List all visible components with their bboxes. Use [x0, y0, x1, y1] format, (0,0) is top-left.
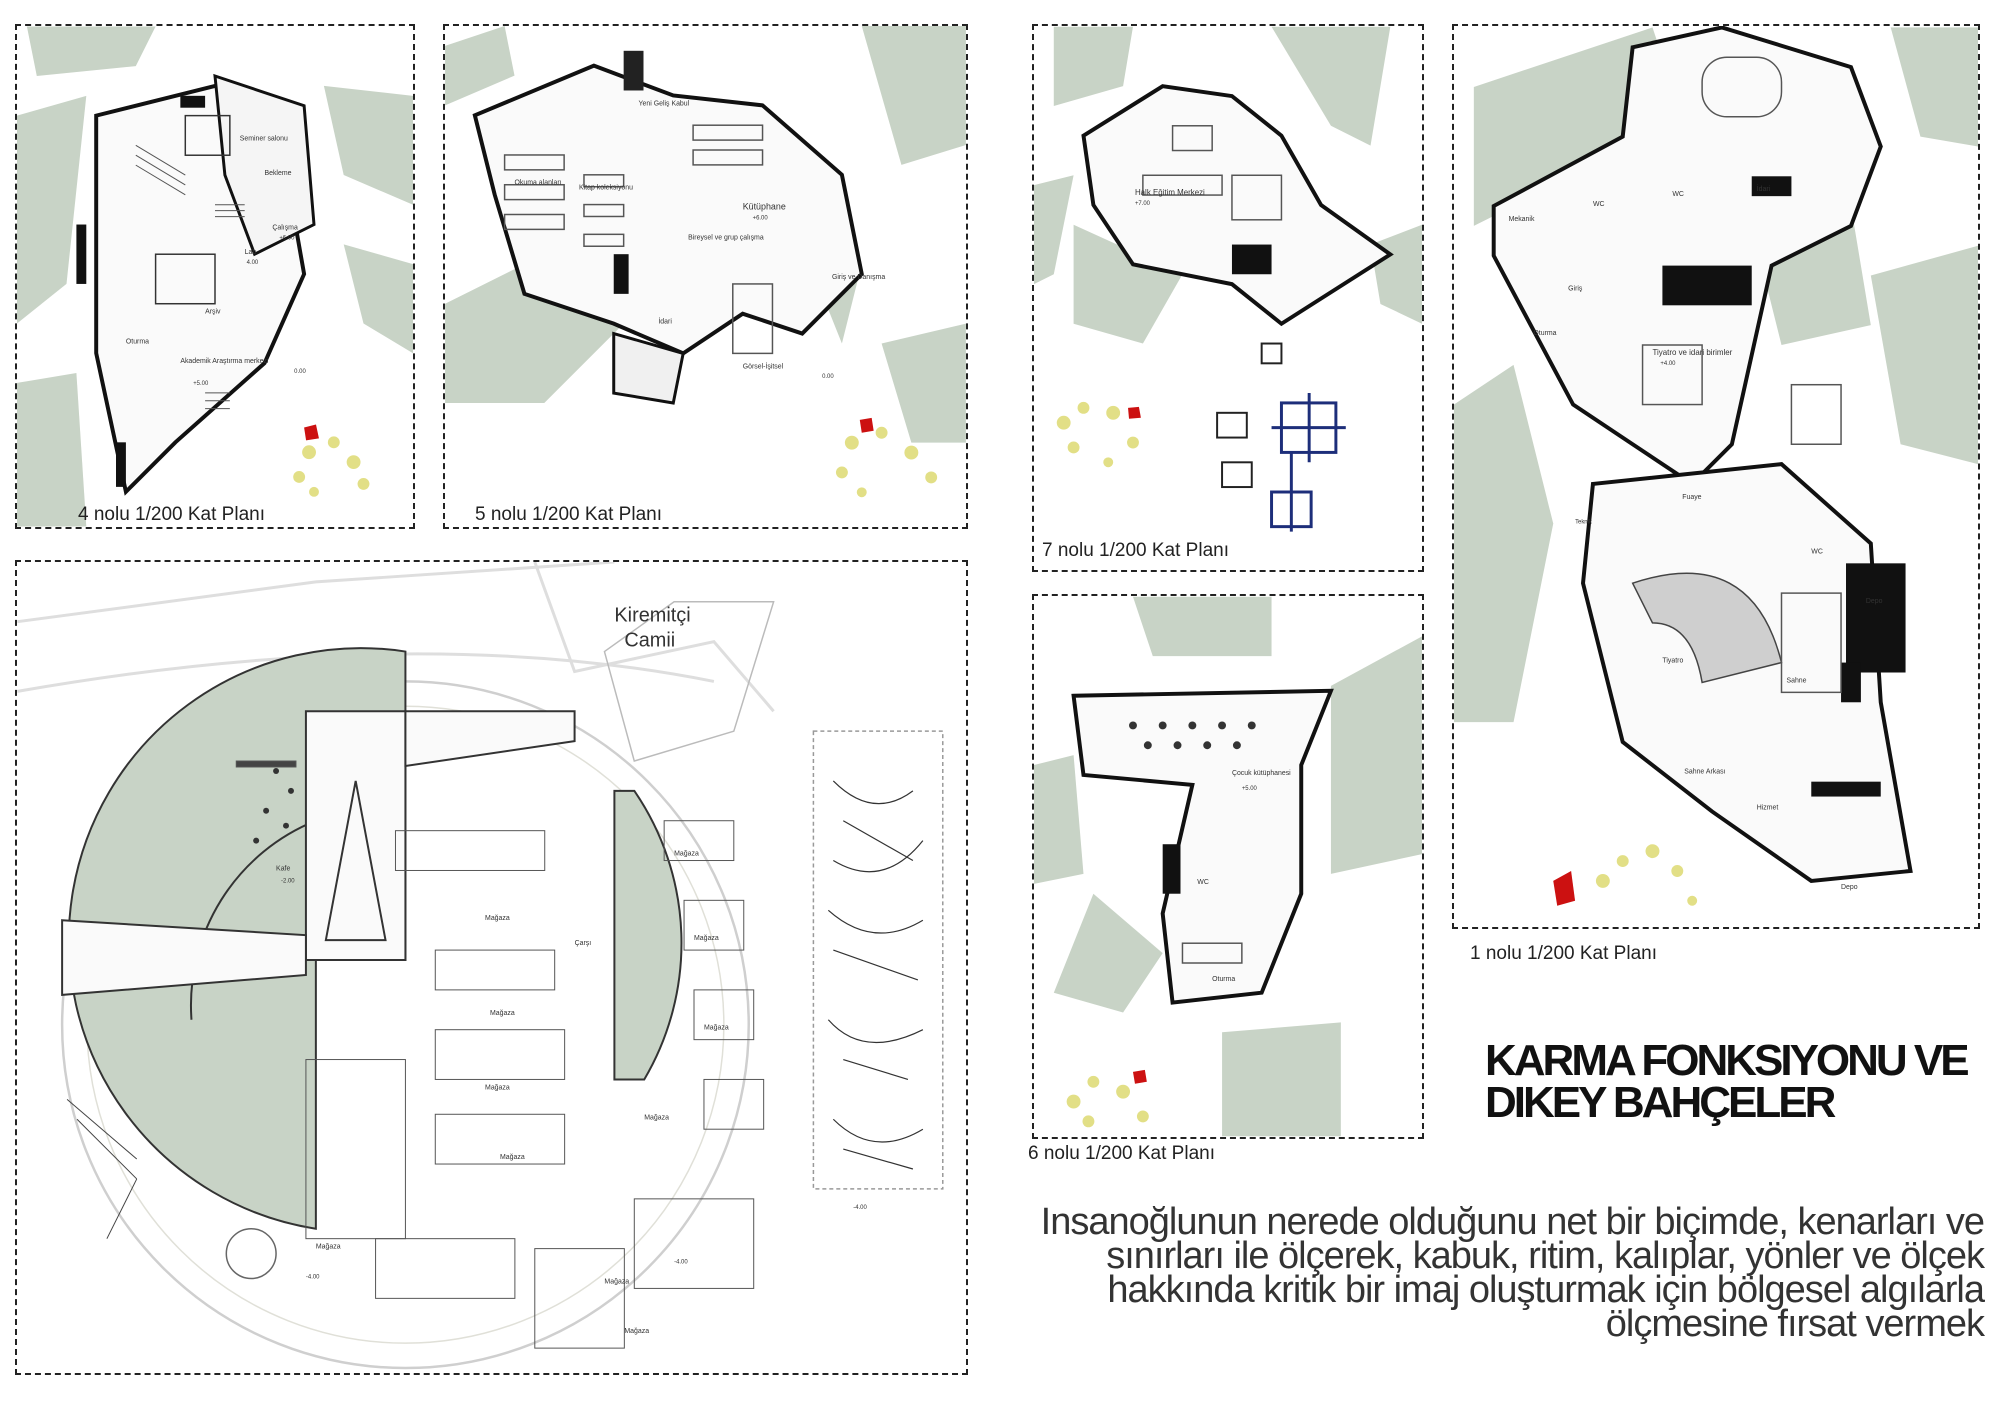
site-plan-panel: Kiremitçi Camii Kafe Çarşı Mağaza Mağaza… — [15, 560, 968, 1375]
room-label: Seminer salonu — [240, 135, 288, 142]
room-label: Mağaza — [704, 1025, 729, 1032]
room-label: Çalışma — [272, 224, 298, 231]
level-label: -4.00 — [674, 1260, 688, 1266]
floor-plan-7-drawing — [1034, 26, 1422, 532]
room-label: Oturma — [1533, 330, 1556, 337]
description-line: ölçmesine fırsat vermek — [1605, 1303, 1985, 1345]
floor-plan-4-caption: 4 nolu 1/200 Kat Planı — [78, 504, 265, 525]
room-label: Çocuk kütüphanesi — [1232, 770, 1291, 777]
floor-plan-7-labels: Halk Eğitim Merkezi +7.00 — [1135, 188, 1205, 207]
room-label: Teknik — [1575, 520, 1592, 526]
room-label: Mağaza — [694, 935, 719, 942]
description-line: Insanoğlunun nerede olduğunu net bir biç… — [1040, 1201, 1985, 1243]
room-label: Mağaza — [316, 1244, 341, 1251]
room-label: İdari — [1757, 184, 1771, 193]
floor-plan-6-labels: Çocuk kütüphanesi WC Oturma +5.00 — [1197, 770, 1291, 983]
room-label: Görsel-İşitsel — [743, 361, 784, 370]
room-label: Giriş ve Danışma — [832, 274, 885, 281]
room-label: Mağaza — [485, 1084, 510, 1091]
room-label: Sahne Arkası — [1684, 769, 1725, 776]
floor-plan-4-panel: Seminer salonu Bekleme Çalışma Lab Arşiv… — [15, 24, 415, 529]
level-label: -2.00 — [281, 878, 295, 884]
room-label: Çarşı — [575, 940, 592, 947]
room-label: Mağaza — [500, 1154, 525, 1161]
room-label: Mekanik — [1509, 216, 1535, 223]
room-label: Oturma — [1212, 976, 1235, 983]
level-label: +7.00 — [1135, 201, 1151, 207]
room-label: Kafe — [276, 865, 290, 872]
level-label: 0.00 — [822, 374, 834, 380]
floor-plan-5-labels: Yeni Geliş Kabul Okuma alanları Kitap ko… — [515, 100, 886, 380]
room-label: Tiyatro ve idari birimler — [1652, 348, 1732, 357]
site-plan-drawing — [17, 562, 944, 1370]
room-label: Halk Eğitim Merkezi — [1135, 188, 1205, 197]
room-label: Akademik Araştırma merkezi — [180, 358, 269, 365]
description-line: sınırları ile ölçerek, kabuk, ritim, kal… — [1106, 1235, 1985, 1277]
floor-plan-6-panel: Çocuk kütüphanesi WC Oturma +5.00 — [1032, 594, 1424, 1139]
board-description: Insanoğlunun nerede olduğunu net bir biç… — [1004, 1201, 1985, 1345]
floor-plan-5-caption: 5 nolu 1/200 Kat Planı — [475, 504, 662, 525]
room-label: WC — [1811, 548, 1823, 555]
room-label: Mağaza — [644, 1114, 669, 1121]
room-label: Mağaza — [624, 1328, 649, 1335]
room-label: WC — [1672, 191, 1684, 198]
room-label: Lab — [245, 249, 257, 256]
floor-plan-1-labels: Mekanik WC WC İdari Giriş Oturma Tiyatro… — [1509, 184, 1883, 891]
board-title: KARMA FONKSIYONU VE DIKEY BAHÇELER — [1485, 1036, 1970, 1127]
room-label: Depo — [1841, 884, 1858, 891]
description-line: hakkında kritik bir imaj oluşturmak için… — [1107, 1269, 1985, 1311]
room-label: Mağaza — [674, 851, 699, 858]
floor-plan-1-drawing — [1454, 26, 1978, 906]
floor-plan-6-drawing — [1034, 596, 1422, 1137]
site-plan-labels: Kiremitçi Camii Kafe Çarşı Mağaza Mağaza… — [276, 605, 867, 1335]
room-label: Kitap koleksiyonu — [579, 185, 633, 192]
level-label: +5.00 — [1242, 786, 1258, 792]
level-label: +6.00 — [753, 215, 769, 221]
room-label: Oturma — [126, 338, 149, 345]
room-label: Okuma alanları — [515, 180, 562, 187]
board-title-line: DIKEY BAHÇELER — [1485, 1078, 1836, 1127]
room-label: Hizmet — [1757, 804, 1779, 811]
room-label: WC — [1593, 201, 1605, 208]
room-label: Depo — [1866, 598, 1883, 605]
room-label: WC — [1197, 879, 1209, 886]
room-label: Bireysel ve grup çalışma — [688, 234, 764, 241]
floor-plan-5-drawing — [445, 26, 966, 498]
floor-plan-7-caption: 7 nolu 1/200 Kat Planı — [1042, 540, 1229, 561]
room-label: Bekleme — [265, 170, 292, 177]
level-label: +6.00 — [279, 235, 295, 241]
room-label: Fuaye — [1682, 494, 1701, 501]
room-label: Sahne — [1786, 677, 1806, 684]
level-label: -4.00 — [306, 1274, 320, 1280]
room-label: Mağaza — [604, 1278, 629, 1285]
level-label: 0.00 — [294, 369, 306, 375]
level-label: +5.00 — [193, 381, 209, 387]
level-label: +4.00 — [1660, 361, 1676, 367]
floor-plan-4-drawing — [17, 26, 413, 527]
floor-plan-1-caption: 1 nolu 1/200 Kat Planı — [1470, 943, 1657, 964]
mosque-label: Kiremitçi — [614, 605, 690, 627]
room-label: Giriş — [1568, 285, 1583, 292]
room-label: Mağaza — [490, 1010, 515, 1017]
room-label: Kütüphane — [743, 202, 786, 212]
floor-plan-4-labels: Seminer salonu Bekleme Çalışma Lab Arşiv… — [126, 135, 307, 387]
level-label: 4.00 — [247, 260, 259, 266]
floor-plan-5-panel: Yeni Geliş Kabul Okuma alanları Kitap ko… — [443, 24, 968, 529]
room-label: Yeni Geliş Kabul — [639, 100, 690, 107]
floor-plan-6-caption: 6 nolu 1/200 Kat Planı — [1028, 1143, 1215, 1164]
room-label: İdari — [658, 317, 672, 326]
room-label: Mağaza — [485, 915, 510, 922]
floor-plan-7-panel: Halk Eğitim Merkezi +7.00 — [1032, 24, 1424, 572]
room-label: Arşiv — [205, 309, 221, 316]
floor-plan-1-panel: Mekanik WC WC İdari Giriş Oturma Tiyatro… — [1452, 24, 1980, 929]
level-label: -4.00 — [853, 1205, 867, 1211]
board-title-line: KARMA FONKSIYONU VE — [1485, 1036, 1970, 1085]
mosque-label: Camii — [624, 630, 675, 652]
room-label: Tiyatro — [1662, 658, 1683, 665]
